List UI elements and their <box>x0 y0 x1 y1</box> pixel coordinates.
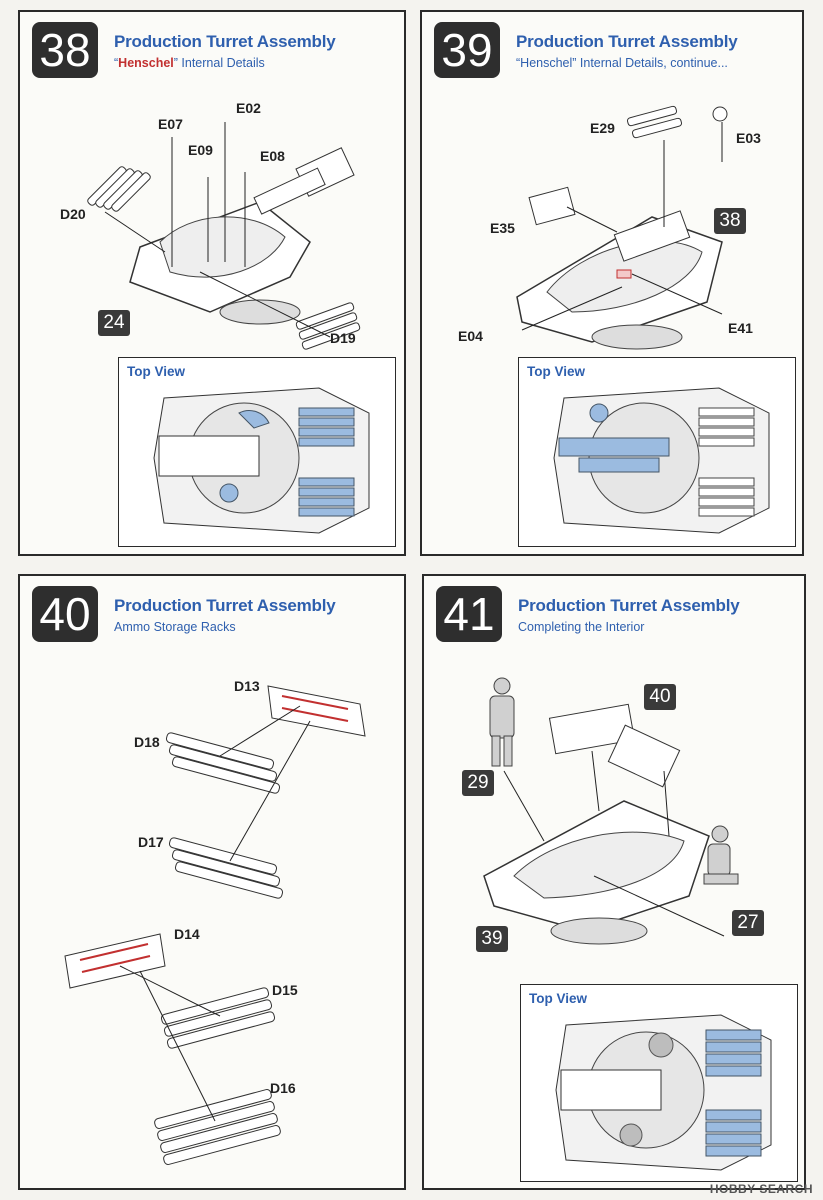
part-label: E07 <box>158 116 183 132</box>
turret-assembly-diagram <box>516 105 728 350</box>
top-view-box: Top View <box>518 357 796 547</box>
top-view-box: Top View <box>118 357 396 547</box>
top-view-diagram <box>553 387 770 534</box>
reference-step-badge: 27 <box>732 910 764 936</box>
part-label: D19 <box>330 330 356 346</box>
step-38-panel: 38 Production Turret Assembly “Henschel”… <box>18 10 406 556</box>
step-41-panel: 41 Production Turret Assembly Completing… <box>422 574 806 1190</box>
reference-step-badge: 39 <box>476 926 508 952</box>
interior-assembly-diagram <box>483 677 739 945</box>
reference-step-badge: 24 <box>98 310 130 336</box>
top-view-box: Top View <box>520 984 798 1182</box>
watermark: HOBBY SEARCH <box>709 1182 813 1196</box>
reference-step-badge: 40 <box>644 684 676 710</box>
step-number: 38 <box>32 22 98 78</box>
step-title: Production Turret Assembly <box>114 596 336 615</box>
step-number: 39 <box>434 22 500 78</box>
part-label: D16 <box>270 1080 296 1096</box>
part-label: D14 <box>174 926 200 942</box>
part-label: E08 <box>260 148 285 164</box>
step-title: Production Turret Assembly <box>516 32 738 51</box>
part-label: E29 <box>590 120 615 136</box>
step-40-panel: 40 Production Turret Assembly Ammo Stora… <box>18 574 406 1190</box>
top-view-label: Top View <box>127 364 186 379</box>
step-number: 40 <box>32 586 98 642</box>
ammo-rack-diagram <box>64 685 366 1165</box>
reference-step-badge: 29 <box>462 770 494 796</box>
part-label: D15 <box>272 982 298 998</box>
part-label: E03 <box>736 130 761 146</box>
step-subtitle: Completing the Interior <box>518 620 645 634</box>
part-label: D13 <box>234 678 260 694</box>
part-label: E04 <box>458 328 483 344</box>
top-view-label: Top View <box>529 991 588 1006</box>
top-view-diagram <box>153 387 370 534</box>
top-view-diagram <box>555 1014 772 1171</box>
top-view-label: Top View <box>527 364 586 379</box>
part-label: D20 <box>60 206 86 222</box>
step-39-panel: 39 Production Turret Assembly “Henschel”… <box>420 10 804 556</box>
part-label: E02 <box>236 100 261 116</box>
step-title: Production Turret Assembly <box>114 32 336 51</box>
step-number: 41 <box>436 586 502 642</box>
step-subtitle: “Henschel” Internal Details, continue... <box>516 56 728 70</box>
step-subtitle: “Henschel” Internal Details <box>114 56 265 70</box>
reference-step-badge: 38 <box>714 208 746 234</box>
step-subtitle: Ammo Storage Racks <box>114 620 236 634</box>
part-label: E35 <box>490 220 515 236</box>
part-label: E41 <box>728 320 753 336</box>
turret-assembly-diagram <box>87 122 361 350</box>
part-label: D17 <box>138 834 164 850</box>
step-title: Production Turret Assembly <box>518 596 740 615</box>
part-label: E09 <box>188 142 213 158</box>
part-label: D18 <box>134 734 160 750</box>
